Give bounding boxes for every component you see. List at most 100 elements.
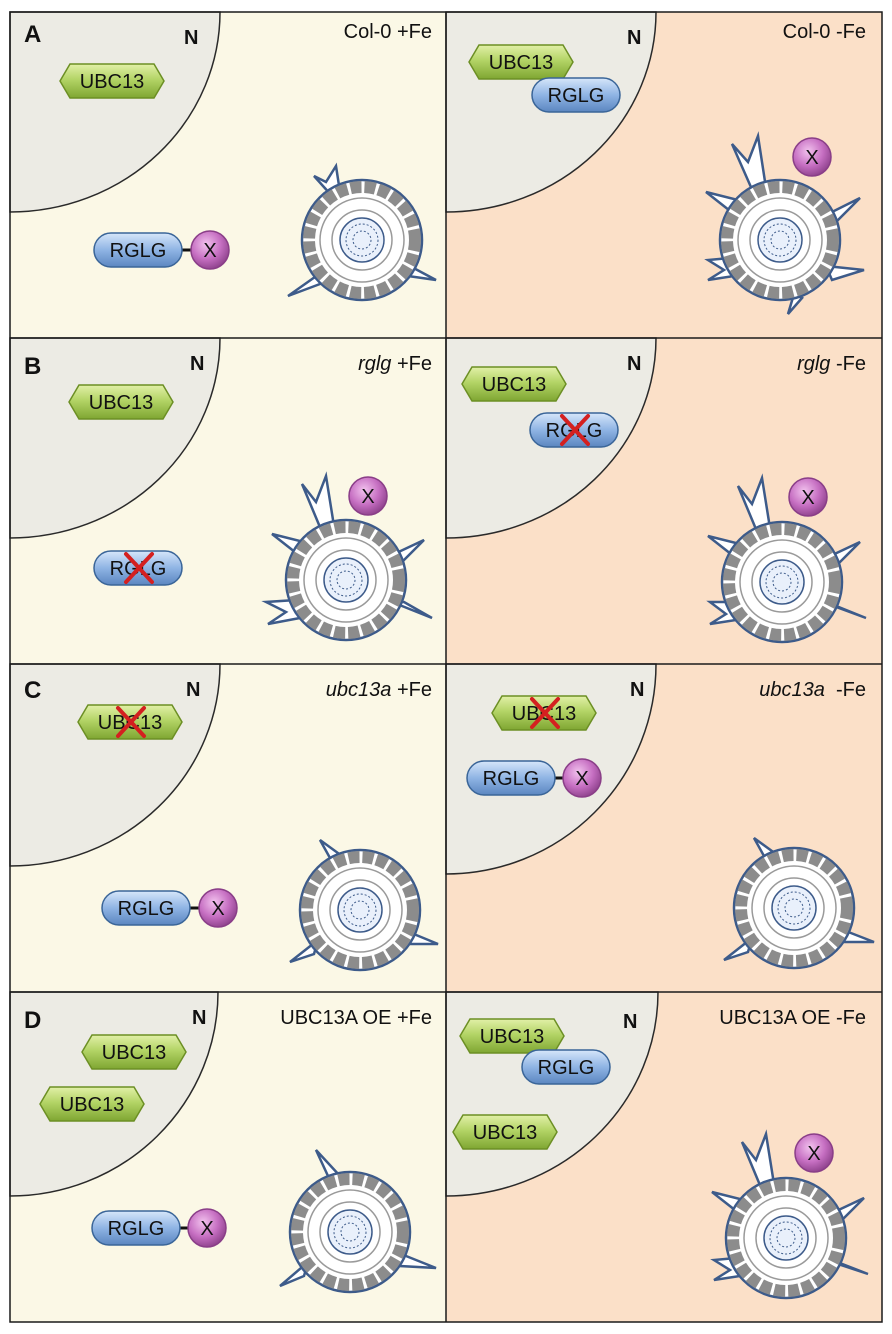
panel-b: B N rglg +Fe UBC13 RGLG X — [9, 337, 882, 664]
genotype-label: rglg — [797, 353, 830, 375]
ubc13-shape — [81, 1034, 187, 1070]
knockout-cross — [124, 552, 154, 584]
x-partner: X — [562, 758, 602, 798]
rglg-protein: RGLG — [531, 77, 621, 113]
ubc13-label: UBC13 — [80, 71, 144, 93]
cortex — [735, 849, 853, 967]
ubc13-protein: UBC13 — [452, 1114, 558, 1150]
stele-vessels — [784, 898, 804, 918]
x-shape — [792, 137, 832, 177]
nucleus-label: N — [630, 679, 644, 701]
stele-vessels — [340, 1222, 360, 1242]
knockout-cross — [530, 697, 560, 729]
ubc13-label: UBC13 — [102, 1042, 166, 1064]
cortex — [301, 851, 419, 969]
x-partner: X — [348, 476, 388, 516]
condition-label: ubc13a -Fe — [759, 679, 866, 701]
nucleus-label: N — [186, 679, 200, 701]
rglg-shape — [101, 890, 191, 926]
ubc13-label: UBC13 — [482, 374, 546, 396]
nucleus-label: N — [184, 27, 198, 49]
x-partner: X — [190, 230, 230, 270]
ubc13-protein: UBC13 — [39, 1086, 145, 1122]
rglg-shape — [93, 232, 183, 268]
stele — [757, 217, 803, 263]
condition-label: rglg -Fe — [797, 353, 866, 375]
stele — [327, 1209, 373, 1255]
stele-vessels — [333, 1215, 367, 1249]
panel-d-right: N UBC13A OE -Fe UBC13 RGLG UBC13 X — [445, 991, 882, 1322]
panel-c: C N ubc13a +Fe UBC13 RGLG X — [9, 663, 882, 992]
x-partner: X — [792, 137, 832, 177]
ubc13-protein: UBC13 — [59, 63, 165, 99]
nucleus-label: N — [627, 27, 641, 49]
ubc13-label: UBC13 — [60, 1094, 124, 1116]
rglg-protein: RGLG — [101, 890, 191, 926]
stele — [763, 1215, 809, 1261]
condition-label: rglg +Fe — [358, 353, 432, 375]
ubc13-protein: UBC13 — [81, 1034, 187, 1070]
panel-grid — [9, 11, 883, 1323]
stele-vessels — [772, 572, 792, 592]
genotype-label: rglg — [358, 353, 391, 375]
iron-condition: -Fe — [830, 353, 866, 375]
x-label: X — [361, 486, 374, 508]
rglg-shape — [531, 77, 621, 113]
condition-label: ubc13a +Fe — [326, 679, 432, 701]
stele-vessels — [776, 1228, 796, 1248]
panel-d: D N UBC13A OE +Fe UBC13 UBC13 RGLG X — [9, 991, 882, 1322]
rglg-protein: RGLG — [91, 1210, 181, 1246]
ubc13-label: UBC13 — [473, 1122, 537, 1144]
stele-vessels — [350, 900, 370, 920]
ubc13-shape — [461, 366, 567, 402]
condition-label: Col-0 +Fe — [344, 21, 432, 43]
root-cross-section — [287, 162, 437, 302]
x-shape — [562, 758, 602, 798]
x-shape — [198, 888, 238, 928]
ubc13-shape — [452, 1114, 558, 1150]
x-partner: X — [794, 1133, 834, 1173]
rglg-label: RGLG — [110, 240, 167, 262]
nucleus-label: N — [190, 353, 204, 375]
nucleus-label: N — [192, 1007, 206, 1029]
stele — [337, 887, 383, 933]
x-label: X — [200, 1218, 213, 1240]
nucleus-label: N — [627, 353, 641, 375]
x-label: X — [211, 898, 224, 920]
panel-a-right: N Col-0 -Fe UBC13 RGLG X — [445, 11, 882, 338]
x-shape — [190, 230, 230, 270]
ubc13-protein: UBC13 — [491, 695, 597, 731]
rglg-shape — [91, 1210, 181, 1246]
cortex — [727, 1179, 845, 1297]
x-shape — [794, 1133, 834, 1173]
ubc13-shape — [59, 63, 165, 99]
x-partner: X — [198, 888, 238, 928]
genotype-label: ubc13a — [326, 679, 392, 701]
rglg-label: RGLG — [548, 85, 605, 107]
knockout-cross — [560, 414, 590, 446]
knockout-cross — [116, 706, 146, 738]
stele-vessels — [769, 1221, 803, 1255]
ubc13-protein: UBC13 — [461, 366, 567, 402]
rglg-protein: RGLG — [521, 1049, 611, 1085]
panel-a-left: A N Col-0 +Fe UBC13 RGLG X — [9, 11, 446, 338]
cortex — [723, 523, 841, 641]
rglg-shape — [466, 760, 556, 796]
x-partner: X — [788, 477, 828, 517]
ubc13-protein: UBC13 — [468, 44, 574, 80]
panel-b-left: B N rglg +Fe UBC13 RGLG X — [9, 337, 446, 664]
rglg-label: RGLG — [483, 768, 540, 790]
panel-b-right: N rglg -Fe UBC13 RGLG X — [445, 337, 882, 664]
cortex — [721, 181, 839, 299]
cortex — [287, 521, 405, 639]
root-cross-section — [710, 1129, 869, 1300]
x-label: X — [203, 240, 216, 262]
panel-letter: D — [24, 1007, 41, 1034]
nucleus-label: N — [623, 1011, 637, 1033]
rglg-label: RGLG — [538, 1057, 595, 1079]
root-cross-section — [279, 1149, 437, 1294]
ubc13-protein: UBC13 — [68, 384, 174, 420]
genotype-label: Col-0 — [783, 21, 831, 43]
x-label: X — [801, 487, 814, 509]
rglg-protein: RGLG — [466, 760, 556, 796]
